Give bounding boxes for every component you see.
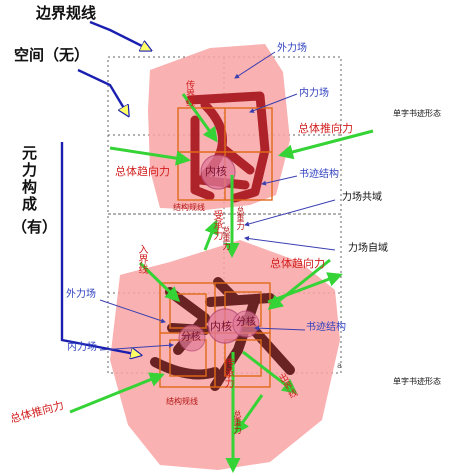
core-label-bottom: 内核	[210, 321, 232, 332]
gravity-label-small: 总重力	[222, 226, 230, 250]
transmit-force-label: 传承力	[222, 358, 232, 388]
boundary-label: 边界规线	[36, 6, 96, 21]
receive-force-label: 受承力	[211, 210, 221, 240]
external-field-label-top: 外力场	[277, 44, 307, 54]
field-self-label: 力场自域	[348, 244, 388, 254]
internal-field-label-bottom: 内力场	[67, 343, 97, 353]
overall-tend-label-top: 总体趋向力	[115, 166, 170, 177]
single-form-label-bottom: 单字书迹形态	[393, 378, 441, 386]
sub-core-right-label: 分核	[236, 318, 256, 328]
top-entry-label: 传界线	[184, 80, 193, 107]
structure-line-label-top: 结构规线	[173, 204, 205, 212]
overall-push-label-top: 总体推向力	[298, 123, 353, 134]
structure-line-label-bottom: 结构规线	[166, 398, 198, 406]
core-label-top: 内核	[205, 166, 227, 177]
small-a-label: a	[337, 362, 342, 370]
entry-line-label: 入界线	[136, 244, 146, 274]
total-gravity-label-bottom: 总重力	[233, 410, 241, 434]
gravity-label-top: 总重力	[236, 206, 244, 230]
field-common-label: 力场共域	[342, 193, 382, 203]
internal-field-label-top: 内力场	[299, 89, 329, 99]
overall-tend-label-bottom: 总体趋向力	[270, 258, 325, 269]
external-field-label-bottom: 外力场	[66, 290, 96, 300]
space-label: 空间（无）	[14, 48, 89, 63]
single-form-label-top: 单字书迹形态	[393, 110, 441, 118]
element-composition-label: 元力构成	[21, 145, 36, 213]
exist-label: （有）	[12, 220, 57, 235]
trace-structure-label-bottom: 书迹结构	[306, 323, 346, 333]
trace-structure-label-top: 书迹结构	[299, 170, 339, 180]
sub-core-left-label: 分核	[181, 333, 201, 343]
